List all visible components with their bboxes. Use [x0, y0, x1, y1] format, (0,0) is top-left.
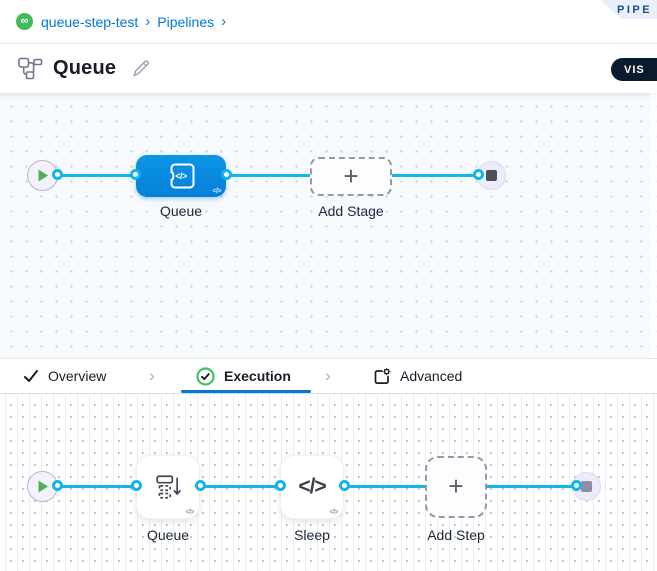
breadcrumb-pipelines-link[interactable]: Pipelines — [157, 13, 215, 30]
code-badge: </> — [185, 509, 194, 516]
connector-dot — [275, 480, 286, 491]
pipeline-tabs: Overview › Execution › Advanced — [0, 358, 657, 394]
plus-icon: + — [343, 160, 359, 191]
connector-dot — [52, 169, 63, 180]
tab-execution[interactable]: Execution — [196, 359, 291, 393]
tab-advanced[interactable]: Advanced — [373, 359, 462, 393]
add-step-button[interactable]: + — [425, 456, 487, 518]
stage-node-queue[interactable]: </> </> — [136, 155, 226, 197]
advanced-gear-icon — [374, 367, 391, 384]
connector-line — [200, 485, 281, 488]
queue-step-icon — [156, 475, 181, 499]
connector-dot — [52, 480, 63, 491]
check-icon — [24, 370, 38, 382]
connector-dot — [473, 169, 484, 180]
connector-line — [55, 174, 137, 177]
connector-dot — [339, 480, 350, 491]
connector-dot — [130, 169, 141, 180]
visual-yaml-toggle[interactable]: VIS — [611, 58, 657, 81]
pipeline-end-node — [477, 161, 506, 190]
play-icon — [38, 169, 48, 182]
stop-icon — [581, 481, 592, 492]
tab-overview-label: Overview — [48, 368, 107, 384]
page-title: Queue — [53, 57, 117, 79]
scrollbar-track[interactable] — [650, 93, 657, 358]
code-glyph: </> — [175, 171, 187, 181]
connector-dot — [195, 480, 206, 491]
step-node-queue[interactable]: </> — [136, 455, 200, 519]
breadcrumb-project-link[interactable]: queue-step-test — [41, 13, 139, 30]
step-label: Sleep — [294, 527, 330, 543]
connector-dot — [221, 169, 232, 180]
step-node-sleep[interactable]: </> </> — [280, 455, 344, 519]
code-step-icon: </> — [298, 475, 326, 498]
success-check-icon — [196, 366, 215, 386]
breadcrumb-separator-icon: › — [221, 13, 227, 30]
stage-canvas[interactable]: </> </> Queue + Add Stage — [0, 93, 657, 358]
plus-icon: + — [448, 471, 464, 501]
connector-dot — [131, 480, 142, 491]
play-icon — [38, 480, 48, 493]
logo-glyph: ∞ — [20, 15, 29, 27]
execution-canvas[interactable]: </> Queue </> </> Sleep + Add Step — [0, 394, 657, 571]
add-stage-button[interactable]: + — [310, 157, 392, 196]
add-stage-label: Add Stage — [318, 203, 384, 219]
ribbon-label: PIPE — [617, 3, 653, 16]
custom-stage-icon: </> — [164, 161, 198, 191]
view-toggle-label: VIS — [624, 63, 645, 76]
step-label: Queue — [146, 527, 190, 543]
title-bar: Queue — [0, 44, 657, 93]
stage-label: Queue — [159, 203, 203, 219]
breadcrumb: ∞ queue-step-test › Pipelines › — [0, 0, 657, 44]
edit-pencil-icon[interactable] — [130, 58, 151, 79]
pipeline-flowchart-icon — [18, 57, 43, 80]
chevron-right-icon: › — [325, 366, 331, 385]
tab-overview[interactable]: Overview — [23, 359, 106, 393]
code-badge: </> — [329, 509, 338, 516]
chevron-right-icon: › — [149, 366, 155, 385]
tab-advanced-label: Advanced — [400, 368, 463, 384]
connector-line — [55, 485, 137, 488]
code-badge: </> — [212, 188, 221, 195]
active-tab-underline — [181, 390, 311, 393]
stop-icon — [486, 170, 497, 181]
connector-dot — [571, 480, 582, 491]
harness-logo-icon: ∞ — [16, 13, 33, 30]
add-step-label: Add Step — [427, 527, 485, 543]
breadcrumb-separator-icon: › — [145, 13, 151, 30]
tab-execution-label: Execution — [224, 368, 291, 384]
